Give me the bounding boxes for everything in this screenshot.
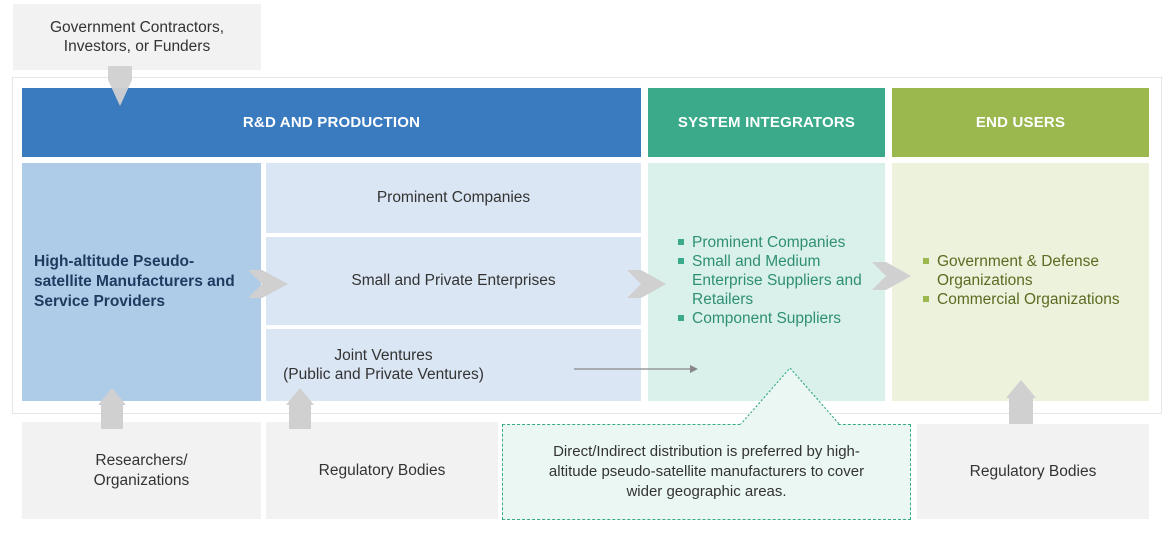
rd-production-header: R&D AND PRODUCTION	[22, 88, 641, 157]
right-arrow-icon	[872, 262, 911, 290]
system-integrators-header: SYSTEM INTEGRATORS	[648, 88, 885, 157]
regulatory-bodies-box: Regulatory Bodies	[266, 422, 498, 519]
up-arrow-icon	[289, 405, 311, 429]
system-integrators-list: Prominent Companies Small and Medium Ent…	[676, 233, 875, 328]
arrowhead-icon	[690, 365, 698, 373]
list-item: Component Suppliers	[676, 309, 875, 328]
system-integrators-block: Prominent Companies Small and Medium Ent…	[648, 163, 885, 401]
right-arrow-icon	[627, 270, 666, 298]
up-arrow-icon	[286, 388, 314, 405]
list-item: Government & Defense Organizations	[921, 252, 1141, 290]
list-item: Prominent Companies	[676, 233, 875, 252]
up-arrow-icon	[1009, 398, 1033, 424]
up-arrow-icon	[1006, 380, 1036, 398]
government-contractors-box: Government Contractors, Investors, or Fu…	[13, 4, 261, 70]
up-arrow-icon	[101, 405, 123, 429]
right-arrow-icon	[248, 270, 288, 298]
rd-row-joint-ventures: Joint Ventures (Public and Private Ventu…	[266, 329, 641, 401]
end-users-list: Government & Defense Organizations Comme…	[921, 252, 1141, 309]
list-item: Commercial Organizations	[921, 290, 1141, 309]
end-users-header: END USERS	[892, 88, 1149, 157]
rd-row-small-private-enterprises: Small and Private Enterprises	[266, 237, 641, 325]
list-item: Small and Medium Enterprise Suppliers an…	[676, 252, 875, 309]
researchers-box: Researchers/ Organizations	[22, 422, 261, 519]
end-users-block: Government & Defense Organizations Comme…	[892, 163, 1149, 401]
callout-pointer	[738, 367, 842, 426]
regulatory-bodies-end-box: Regulatory Bodies	[917, 424, 1149, 519]
callout-joint	[742, 423, 838, 427]
manufacturers-label: High-altitude Pseudo- satellite Manufact…	[34, 253, 235, 310]
rd-row-prominent-companies: Prominent Companies	[266, 163, 641, 233]
distribution-callout: Direct/Indirect distribution is preferre…	[502, 424, 911, 520]
manufacturers-block: High-altitude Pseudo- satellite Manufact…	[22, 163, 261, 401]
down-arrow-icon	[108, 66, 132, 106]
up-arrow-icon	[98, 388, 126, 405]
